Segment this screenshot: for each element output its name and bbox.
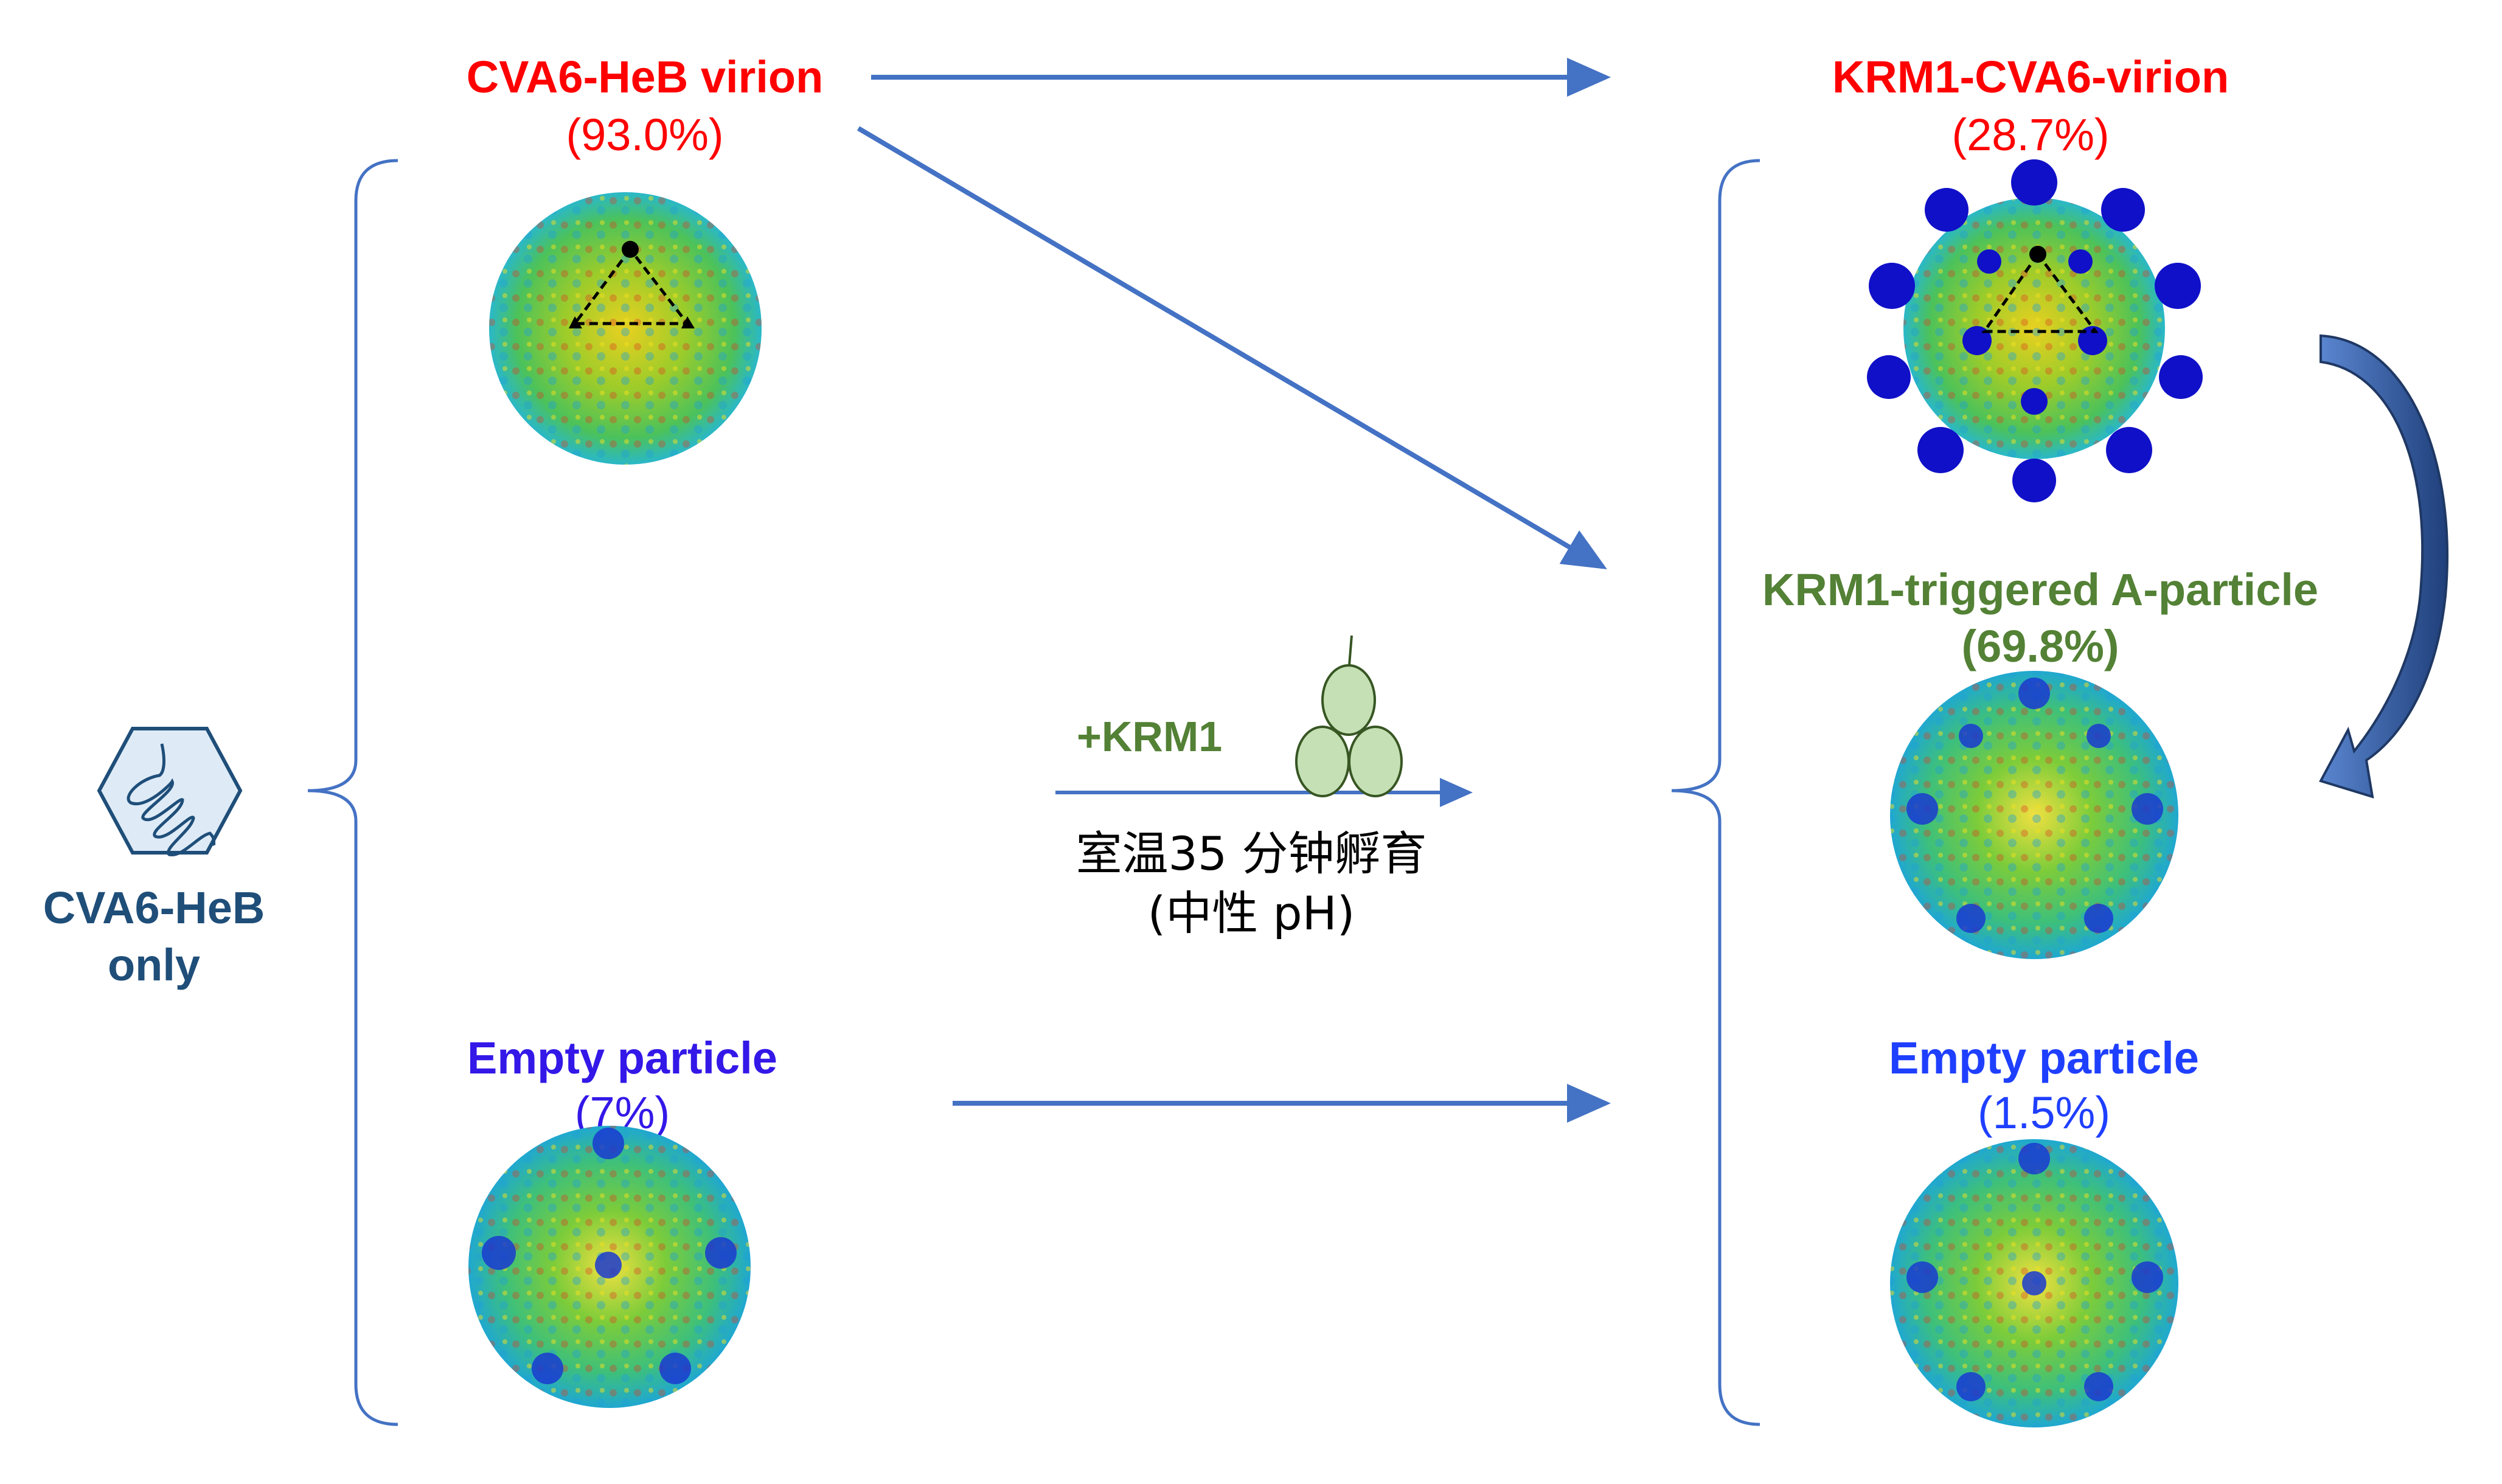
ph-condition: (中性 pH)	[1148, 886, 1355, 940]
source-label-line2: only	[108, 940, 200, 990]
source-virus-icon	[97, 727, 243, 856]
empty-particle-label-left: Empty particle	[467, 1033, 777, 1083]
complex-label: KRM1-CVA6-virion	[1832, 52, 2229, 102]
krm1-protein-icon	[1295, 635, 1403, 797]
a-particle-label: KRM1-triggered A-particle	[1762, 564, 2318, 615]
empty-particle-label-right: Empty particle	[1889, 1033, 2199, 1083]
incubation-condition: 室温35 分钟孵育	[1076, 827, 1427, 881]
arrow-virion-to-a-particle	[857, 126, 1607, 570]
left-brace	[307, 159, 398, 1426]
right-brace	[1671, 159, 1760, 1426]
a-particle-percent: (69.8%)	[1961, 621, 2119, 671]
source-label-line1: CVA6-HeB	[43, 882, 265, 933]
krm1-virion-complex-structure-image	[1867, 159, 2203, 502]
empty-particle-structure-image-left	[468, 1126, 751, 1408]
rna-genome-icon	[127, 743, 216, 856]
complex-percent: (28.7%)	[1951, 109, 2109, 160]
asymmetric-unit-triangle-icon	[569, 241, 695, 328]
virion-structure-image	[489, 192, 762, 465]
reagent-label: +KRM1	[1077, 713, 1222, 760]
empty-particle-structure-image-right	[1890, 1139, 2178, 1427]
a-particle-structure-image	[1890, 671, 2178, 959]
curved-transition-arrow	[2319, 334, 2448, 799]
virion-label: CVA6-HeB virion	[467, 52, 824, 102]
asymmetric-unit-triangle-icon	[1981, 246, 2099, 333]
virion-percent: (93.0%)	[566, 109, 723, 160]
empty-particle-percent-right: (1.5%)	[1978, 1087, 2110, 1138]
